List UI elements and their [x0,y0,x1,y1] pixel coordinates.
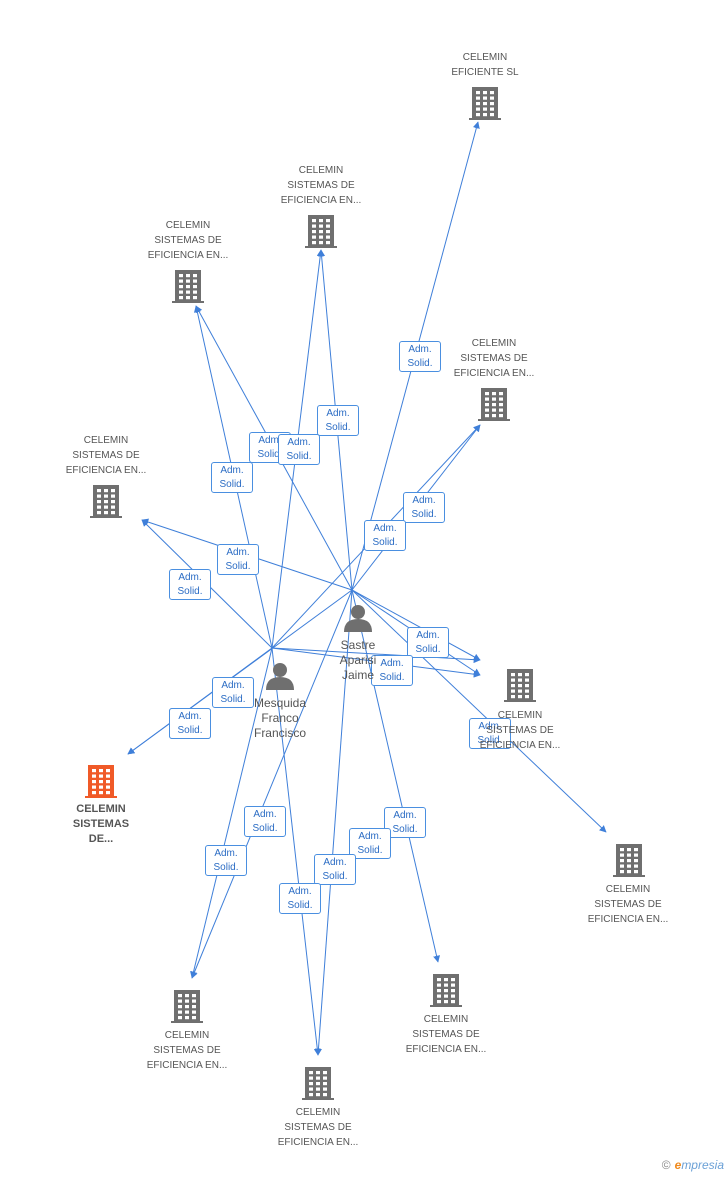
building-icon[interactable] [504,669,536,702]
company-label[interactable]: CELEMIN SISTEMAS DE EFICIENCIA EN... [405,1014,487,1055]
company-label[interactable]: CELEMIN SISTEMAS DE EFICIENCIA EN... [587,884,669,925]
edge-role-label[interactable]: Adm. Solid. [469,718,511,749]
company-label[interactable]: CELEMIN SISTEMAS DE EFICIENCIA EN... [479,710,561,751]
edge-line [314,589,353,1056]
copyright-symbol: © [661,1158,671,1172]
building-icon[interactable] [478,388,510,421]
brand-logo-text: mpresia [681,1158,724,1172]
edge-role-label[interactable]: Adm. Solid. [212,677,254,708]
edge-line [351,589,607,833]
edge-role-label[interactable]: Adm. Solid. [403,492,445,523]
building-icon[interactable] [302,1067,334,1100]
building-icon[interactable] [90,485,122,518]
footer-brand[interactable]: ©empresia [662,1158,724,1172]
edge-line [271,647,481,664]
edge-role-label[interactable]: Adm. Solid. [399,341,441,372]
edge-role-label[interactable]: Adm. Solid. [244,806,286,837]
building-icon[interactable] [613,844,645,877]
building-icon[interactable] [305,215,337,248]
edge-role-label[interactable]: Adm. Solid. [371,655,413,686]
person-label[interactable]: Mesquida Franco Francisco [253,696,307,740]
company-label[interactable]: CELEMIN SISTEMAS DE EFICIENCIA EN... [146,1030,228,1071]
edge-role-label[interactable]: Adm. Solid. [169,708,211,739]
person-label[interactable]: Sastre Aparisi Jaime [339,638,377,682]
edge-role-label[interactable]: Adm. Solid. [364,520,406,551]
building-icon[interactable] [172,270,204,303]
edge-role-label[interactable]: Adm. Solid. [217,544,259,575]
edge-role-label[interactable]: Adm. Solid. [211,462,253,493]
building-icon[interactable] [85,765,117,798]
building-icon[interactable] [430,974,462,1007]
company-label[interactable]: CELEMIN SISTEMAS DE EFICIENCIA EN... [65,435,147,476]
edge-line [351,589,440,963]
edge-line [351,589,481,661]
company-label[interactable]: CELEMIN SISTEMAS DE EFICIENCIA EN... [453,338,535,379]
edge-role-label[interactable]: Adm. Solid. [314,854,356,885]
company-label[interactable]: CELEMIN SISTEMAS DE EFICIENCIA EN... [277,1107,359,1148]
company-label[interactable]: CELEMIN EFICIENTE SL [451,52,519,78]
company-label[interactable]: CELEMIN SISTEMAS DE EFICIENCIA EN... [280,165,362,206]
edge-role-label[interactable]: Adm. Solid. [169,569,211,600]
building-icon[interactable] [469,87,501,120]
person-icon[interactable] [344,605,372,632]
company-label[interactable]: CELEMIN SISTEMAS DE EFICIENCIA EN... [147,220,229,261]
edge-line [271,647,321,1056]
edge-line [127,647,273,755]
person-icon[interactable] [266,663,294,690]
edge-role-label[interactable]: Adm. Solid. [317,405,359,436]
edge-role-label[interactable]: Adm. Solid. [407,627,449,658]
edge-role-label[interactable]: Adm. Solid. [349,828,391,859]
edge-role-label[interactable]: Adm. Solid. [279,883,321,914]
icons-layer [85,87,645,1100]
edge-role-label[interactable]: Adm. Solid. [205,845,247,876]
edge-role-label[interactable]: Adm. Solid. [384,807,426,838]
building-icon[interactable] [171,990,203,1023]
edge-line [190,647,273,979]
focus-company-label[interactable]: CELEMIN SISTEMAS DE... [72,803,130,845]
brand-logo-initial: e [674,1158,682,1172]
edge-role-label[interactable]: Adm. Solid. [278,434,320,465]
